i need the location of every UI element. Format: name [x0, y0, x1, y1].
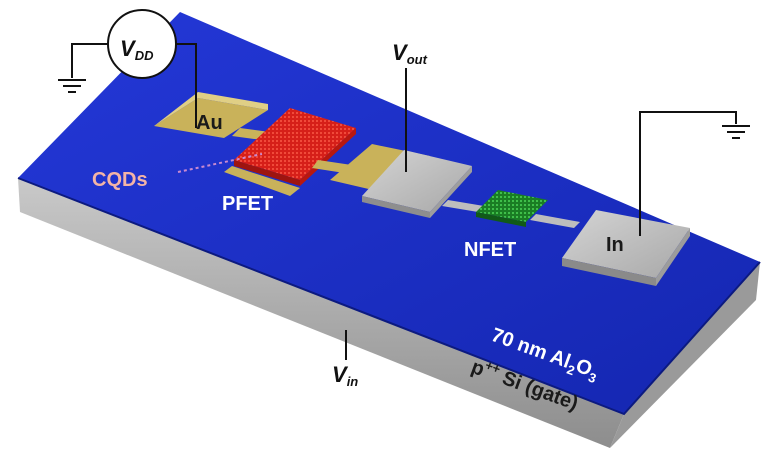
vdd-wire: [176, 43, 197, 128]
silicon-gate-side: [18, 178, 624, 448]
output-grey-pad: [362, 150, 472, 212]
nfet-label: NFET: [464, 239, 516, 261]
pfet-gold-base: [224, 166, 300, 196]
pfet-label: PFET: [222, 193, 273, 215]
nfet-channel: [476, 190, 548, 222]
pfet-cqd-channel: [234, 108, 356, 180]
voltage-source-icon: [107, 9, 177, 79]
in-label: In: [606, 234, 624, 256]
nfet-in-trace: [442, 200, 484, 212]
cqds-label: CQDs: [92, 169, 148, 191]
oxide-edge: [17, 177, 761, 416]
vdd-label: VDD: [120, 36, 154, 63]
in-pad: [562, 210, 690, 278]
vin-label: Vin: [332, 362, 358, 389]
vdd-ground-wire: [71, 43, 108, 78]
ground-icon: [58, 79, 86, 93]
nfet-out-trace: [530, 214, 580, 228]
silicon-gate-right: [610, 262, 760, 448]
au-pad: [154, 98, 268, 138]
in-ground-wire: [639, 111, 737, 236]
ground-icon: [722, 125, 750, 139]
au-label: Au: [196, 112, 223, 134]
cqds-pointer: [177, 153, 263, 173]
vout-label: Vout: [392, 40, 428, 67]
